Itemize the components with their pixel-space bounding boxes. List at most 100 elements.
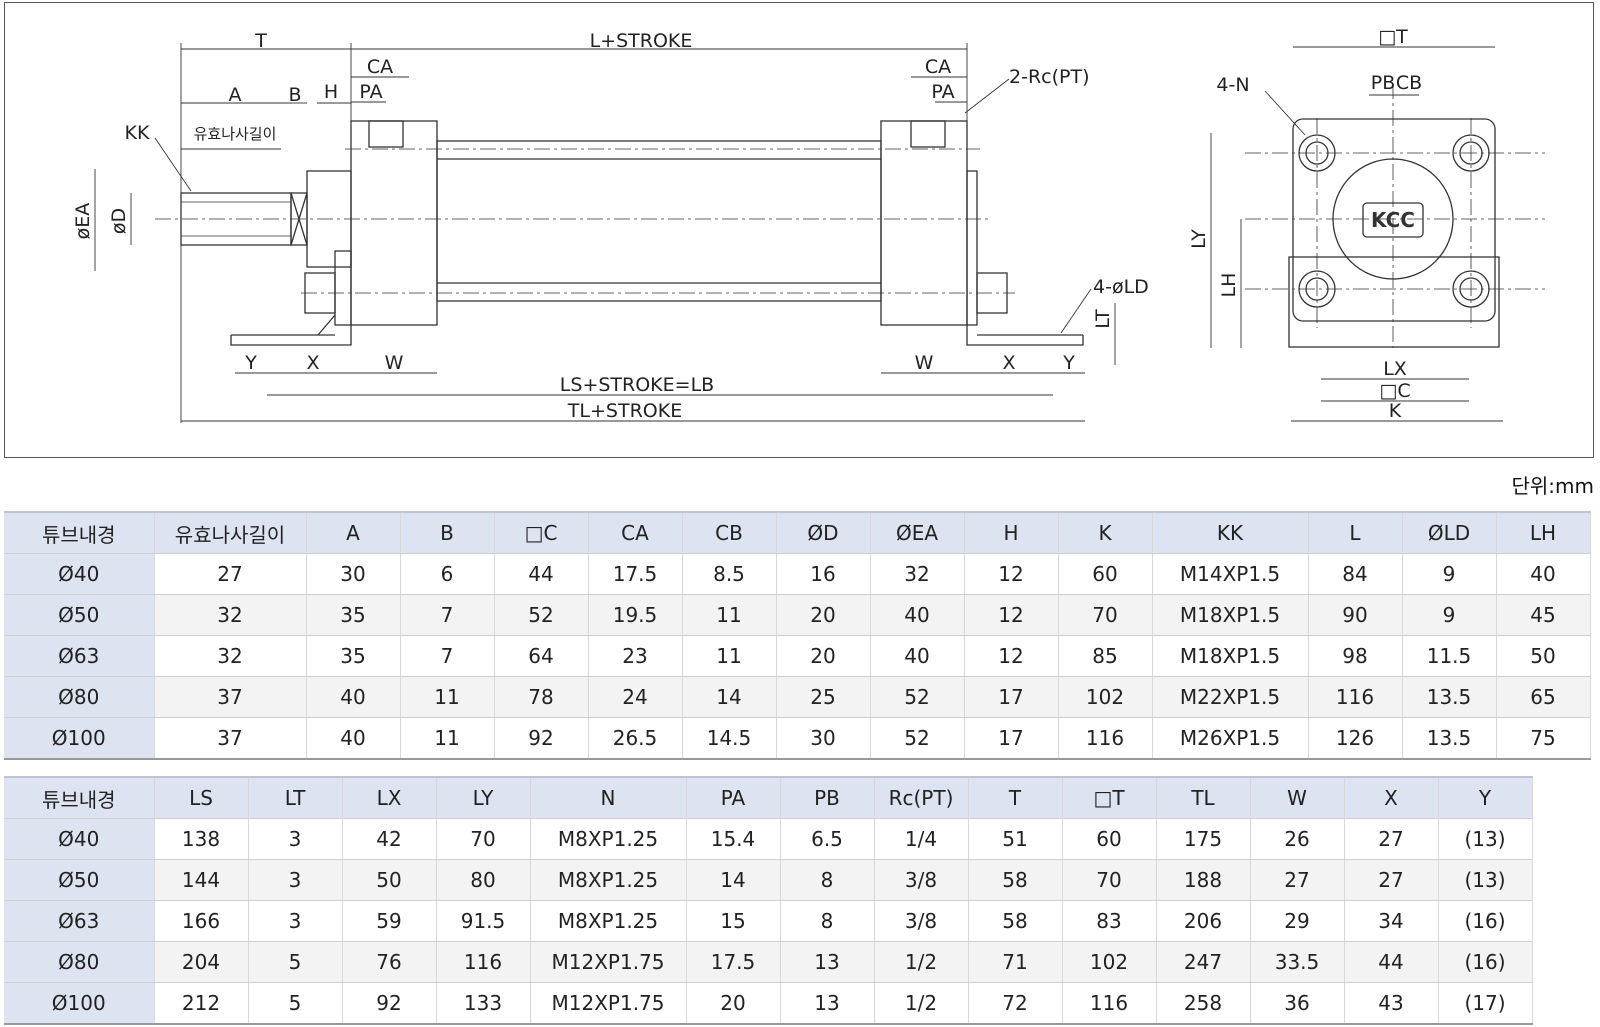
dim-label-CA-right: CA — [925, 56, 951, 78]
column-header: B — [400, 511, 495, 554]
table-cell: 27 — [1250, 859, 1345, 901]
table-cell: 32 — [870, 553, 965, 595]
table-cell: 19.5 — [588, 594, 683, 636]
table-cell: 14.5 — [682, 717, 777, 760]
table-cell: 9 — [1402, 594, 1497, 636]
column-header: L — [1308, 511, 1403, 554]
table-cell: 27 — [1344, 818, 1439, 860]
table-cell: 26.5 — [588, 717, 683, 760]
row-header-bore: Ø100 — [4, 717, 155, 760]
column-header: A — [306, 511, 401, 554]
table-cell: 40 — [870, 635, 965, 677]
dim-label-CA-left: CA — [367, 56, 393, 78]
dim-label-PA-right: PA — [931, 81, 954, 103]
dim-label-L-stroke: L+STROKE — [590, 30, 693, 52]
table-cell: 40 — [870, 594, 965, 636]
table-cell: 27 — [1344, 859, 1439, 901]
table-cell: 247 — [1156, 941, 1251, 983]
technical-drawing: T L+STROKE CA PA CA PA A B H KK 유효나사길이 ø… — [4, 2, 1594, 458]
column-header: ØEA — [870, 511, 965, 554]
table-cell: 116 — [1308, 676, 1403, 718]
dim-label-CB: CB — [1396, 72, 1422, 94]
column-header: TL — [1156, 776, 1251, 819]
table-cell: 9 — [1402, 553, 1497, 595]
table-cell: 24 — [588, 676, 683, 718]
column-header: CA — [588, 511, 683, 554]
row-header-bore: Ø80 — [4, 676, 155, 718]
table-cell: 116 — [1058, 717, 1153, 760]
table-cell: 8.5 — [682, 553, 777, 595]
table-cell: 40 — [1496, 553, 1591, 595]
table-cell: 35 — [306, 594, 401, 636]
table-cell: 60 — [1062, 818, 1157, 860]
table-cell: 23 — [588, 635, 683, 677]
table-cell: M8XP1.25 — [530, 818, 687, 860]
table-cell: M12XP1.75 — [530, 982, 687, 1025]
table-cell: 72 — [968, 982, 1063, 1025]
table-cell: 16 — [776, 553, 871, 595]
table-cell: 12 — [964, 594, 1059, 636]
row-header-bore: Ø63 — [4, 635, 155, 677]
table-cell: 42 — [342, 818, 437, 860]
table-cell: (13) — [1438, 818, 1533, 860]
table-cell: 188 — [1156, 859, 1251, 901]
table-cell: 58 — [968, 859, 1063, 901]
table-cell: 32 — [154, 594, 307, 636]
table-cell: 17 — [964, 676, 1059, 718]
table-cell: 76 — [342, 941, 437, 983]
table-cell: 92 — [342, 982, 437, 1025]
column-header: LT — [248, 776, 343, 819]
table-cell: 258 — [1156, 982, 1251, 1025]
dim-label-Y-right: Y — [1062, 352, 1075, 374]
table-cell: 8 — [780, 900, 875, 942]
table-cell: 13.5 — [1402, 676, 1497, 718]
table-cell: 17 — [964, 717, 1059, 760]
table-cell: 175 — [1156, 818, 1251, 860]
column-header: CB — [682, 511, 777, 554]
dim-label-PB: PB — [1371, 72, 1396, 94]
table-cell: 144 — [154, 859, 249, 901]
table-cell: 30 — [776, 717, 871, 760]
table-cell: 92 — [494, 717, 589, 760]
table-cell: 14 — [686, 859, 781, 901]
table-cell: 64 — [494, 635, 589, 677]
table-cell: 20 — [686, 982, 781, 1025]
table-cell: 20 — [776, 594, 871, 636]
table-cell: M8XP1.25 — [530, 900, 687, 942]
table-cell: 30 — [306, 553, 401, 595]
table-cell: 11 — [682, 635, 777, 677]
dim-label-LH: LH — [1218, 273, 1240, 298]
column-header: 튜브내경 — [4, 776, 155, 819]
row-header-bore: Ø80 — [4, 941, 155, 983]
dim-label-sqT: □T — [1378, 26, 1408, 48]
table-cell: 15 — [686, 900, 781, 942]
dim-label-Y-left: Y — [244, 352, 257, 374]
table-cell: M14XP1.5 — [1152, 553, 1309, 595]
table-cell: 70 — [1062, 859, 1157, 901]
table-cell: 11 — [400, 676, 495, 718]
table-cell: (17) — [1438, 982, 1533, 1025]
table-cell: 35 — [306, 635, 401, 677]
kcc-logo: KCC — [1371, 208, 1415, 232]
table-cell: 85 — [1058, 635, 1153, 677]
table-cell: 44 — [1344, 941, 1439, 983]
table-cell: 98 — [1308, 635, 1403, 677]
table-cell: 116 — [436, 941, 531, 983]
dim-label-LT: LT — [1092, 309, 1114, 329]
table-cell: 3/8 — [874, 859, 969, 901]
dim-label-B: B — [288, 84, 301, 106]
table-cell: 13 — [780, 982, 875, 1025]
column-header: □C — [494, 511, 589, 554]
table-cell: 26 — [1250, 818, 1345, 860]
row-header-bore: Ø40 — [4, 553, 155, 595]
table-cell: 37 — [154, 676, 307, 718]
table-cell: 5 — [248, 941, 343, 983]
dim-label-LY: LY — [1188, 229, 1210, 249]
table-cell: 36 — [1250, 982, 1345, 1025]
table-cell: 204 — [154, 941, 249, 983]
